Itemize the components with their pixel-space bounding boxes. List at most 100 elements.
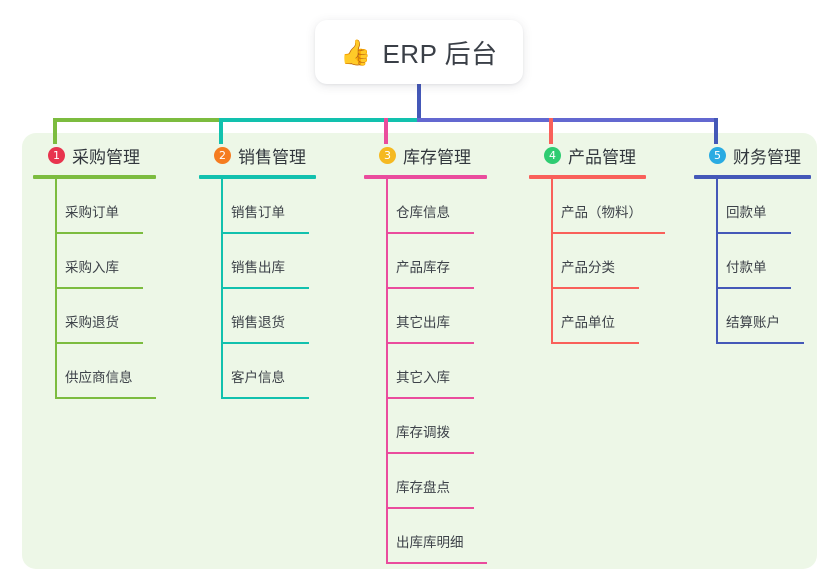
- leaf-node-label: 库存盘点: [396, 480, 450, 495]
- branch-spine-4: [551, 179, 553, 344]
- branch-rule-1: [33, 175, 156, 179]
- leaf-node[interactable]: 销售退货: [199, 289, 316, 344]
- leaf-node-label: 产品分类: [561, 260, 615, 275]
- connector-drop-5: [714, 118, 718, 144]
- root-node-card[interactable]: 👍 ERP 后台: [315, 20, 523, 84]
- leaf-node-rule: [716, 232, 791, 234]
- branch-column-1: 1 采购管理采购订单采购入库采购退货供应商信息: [33, 142, 156, 399]
- connector-drop-1: [53, 118, 57, 144]
- leaf-node-rule: [55, 287, 143, 289]
- leaf-node[interactable]: 采购退货: [33, 289, 156, 344]
- leaf-node[interactable]: 产品分类: [529, 234, 646, 289]
- leaf-node-rule: [221, 342, 309, 344]
- leaf-node-rule: [551, 287, 639, 289]
- leaf-node-rule: [221, 397, 309, 399]
- branch-header-3[interactable]: 3 库存管理: [364, 142, 487, 168]
- branch-spine-3: [386, 179, 388, 564]
- branch-items-2: 销售订单销售出库销售退货客户信息: [199, 179, 316, 399]
- leaf-node-label: 销售订单: [231, 205, 285, 220]
- root-node-title: ERP 后台: [382, 38, 498, 69]
- leaf-node-label: 产品单位: [561, 315, 615, 330]
- leaf-node-label: 客户信息: [231, 370, 285, 385]
- branch-spine-1: [55, 179, 57, 399]
- thumbs-up-icon: 👍: [340, 37, 372, 67]
- branch-column-5: 5 财务管理回款单付款单结算账户: [694, 142, 811, 344]
- leaf-node-label: 结算账户: [726, 315, 780, 330]
- connector-bar-segment-2: [219, 118, 419, 122]
- leaf-node-label: 出库库明细: [396, 535, 464, 550]
- leaf-node-label: 采购入库: [65, 260, 119, 275]
- branch-spine-2: [221, 179, 223, 399]
- leaf-node-rule: [386, 287, 474, 289]
- leaf-node[interactable]: 采购入库: [33, 234, 156, 289]
- leaf-node[interactable]: 仓库信息: [364, 179, 487, 234]
- leaf-node[interactable]: 库存调拨: [364, 399, 487, 454]
- leaf-node[interactable]: 销售出库: [199, 234, 316, 289]
- leaf-node-rule: [221, 232, 309, 234]
- leaf-node-rule: [386, 507, 474, 509]
- leaf-node-label: 产品库存: [396, 260, 450, 275]
- leaf-node-label: 采购订单: [65, 205, 119, 220]
- leaf-node[interactable]: 供应商信息: [33, 344, 156, 399]
- leaf-node[interactable]: 采购订单: [33, 179, 156, 234]
- leaf-node[interactable]: 其它入库: [364, 344, 487, 399]
- leaf-node-rule: [386, 342, 474, 344]
- branch-header-1[interactable]: 1 采购管理: [33, 142, 156, 168]
- branch-badge-3: 3: [379, 146, 396, 164]
- connector-bar-segment-3: [417, 118, 718, 122]
- leaf-node-rule: [716, 342, 804, 344]
- branch-badge-1: 1: [48, 146, 65, 164]
- branch-title-5: 财务管理: [733, 147, 801, 167]
- leaf-node-label: 供应商信息: [65, 370, 133, 385]
- branch-title-2: 销售管理: [238, 147, 306, 167]
- branch-header-2[interactable]: 2 销售管理: [199, 142, 316, 168]
- leaf-node-label: 库存调拨: [396, 425, 450, 440]
- branch-column-2: 2 销售管理销售订单销售出库销售退货客户信息: [199, 142, 316, 399]
- branch-rule-4: [529, 175, 646, 179]
- leaf-node-rule: [551, 342, 639, 344]
- branch-rule-5: [694, 175, 811, 179]
- leaf-node[interactable]: 回款单: [694, 179, 811, 234]
- branch-rule-2: [199, 175, 316, 179]
- leaf-node-rule: [55, 232, 143, 234]
- branch-spine-5: [716, 179, 718, 344]
- leaf-node-rule: [221, 287, 309, 289]
- leaf-node[interactable]: 库存盘点: [364, 454, 487, 509]
- leaf-node-rule: [386, 562, 487, 564]
- leaf-node[interactable]: 付款单: [694, 234, 811, 289]
- leaf-node-label: 仓库信息: [396, 205, 450, 220]
- leaf-node-label: 采购退货: [65, 315, 119, 330]
- branch-header-5[interactable]: 5 财务管理: [694, 142, 811, 168]
- branch-title-1: 采购管理: [72, 147, 140, 167]
- leaf-node-label: 销售出库: [231, 260, 285, 275]
- connector-root-stem: [417, 84, 421, 122]
- leaf-node[interactable]: 结算账户: [694, 289, 811, 344]
- leaf-node-label: 产品（物料）: [561, 205, 642, 220]
- leaf-node-rule: [386, 232, 474, 234]
- leaf-node[interactable]: 销售订单: [199, 179, 316, 234]
- leaf-node[interactable]: 其它出库: [364, 289, 487, 344]
- leaf-node-rule: [551, 232, 665, 234]
- connector-bar-segment-1: [53, 118, 221, 122]
- diagram-panel: [22, 133, 817, 569]
- branch-badge-5: 5: [709, 146, 726, 164]
- branch-items-1: 采购订单采购入库采购退货供应商信息: [33, 179, 156, 399]
- leaf-node[interactable]: 产品单位: [529, 289, 646, 344]
- leaf-node[interactable]: 产品（物料）: [529, 179, 665, 234]
- branch-title-3: 库存管理: [403, 147, 471, 167]
- leaf-node-label: 其它出库: [396, 315, 450, 330]
- leaf-node-rule: [55, 342, 143, 344]
- branch-badge-2: 2: [214, 146, 231, 164]
- connector-drop-2: [219, 118, 223, 144]
- leaf-node[interactable]: 产品库存: [364, 234, 487, 289]
- leaf-node-label: 付款单: [726, 260, 767, 275]
- leaf-node[interactable]: 出库库明细: [364, 509, 487, 564]
- connector-drop-3: [384, 118, 388, 144]
- branch-column-3: 3 库存管理仓库信息产品库存其它出库其它入库库存调拨库存盘点出库库明细: [364, 142, 487, 564]
- leaf-node[interactable]: 客户信息: [199, 344, 316, 399]
- branch-items-4: 产品（物料） 产品分类产品单位: [529, 179, 665, 344]
- branch-items-3: 仓库信息产品库存其它出库其它入库库存调拨库存盘点出库库明细: [364, 179, 487, 564]
